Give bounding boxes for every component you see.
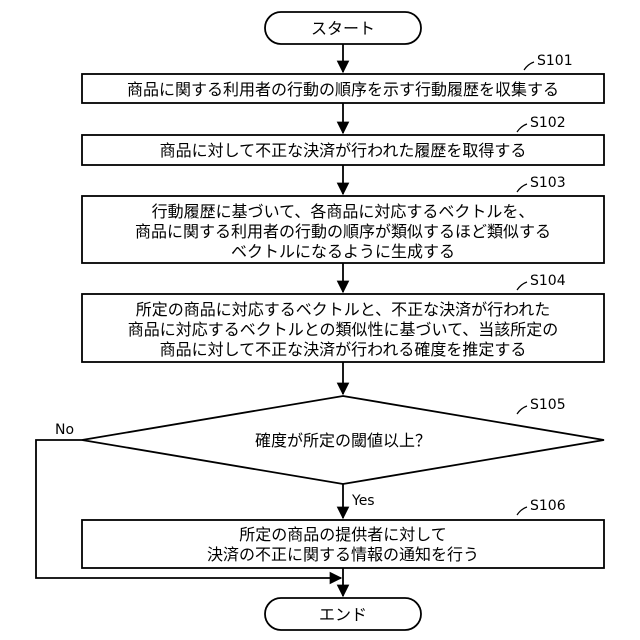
- step-s104-line-3: 商品に対して不正な決済が行われる確度を推定する: [160, 340, 527, 359]
- decision-s105-id: S105: [530, 397, 566, 413]
- step-s103-line-1: 行動履歴に基づいて、各商品に対応するベクトルを、: [152, 202, 535, 221]
- step-s106-line-1: 所定の商品の提供者に対して: [239, 525, 447, 544]
- decision-no-label: No: [55, 422, 74, 438]
- step-s101-text: 商品に関する利用者の行動の順序を示す行動履歴を収集する: [127, 80, 559, 99]
- step-s103-line-2: 商品に関する利用者の行動の順序が類似するほど類似する: [135, 222, 551, 241]
- step-s102-text: 商品に対して不正な決済が行われた履歴を取得する: [160, 141, 527, 160]
- start-label: スタート: [311, 19, 375, 38]
- step-s104-line-1: 所定の商品に対応するベクトルと、不正な決済が行われた: [136, 300, 551, 319]
- step-s104-line-2: 商品に対応するベクトルとの類似性に基づいて、当該所定の: [128, 320, 559, 339]
- step-s103-id: S103: [530, 175, 566, 191]
- step-s102-id: S102: [530, 115, 566, 131]
- step-s104-id: S104: [530, 273, 566, 289]
- step-s106-id: S106: [530, 498, 566, 514]
- step-s101-id: S101: [537, 53, 573, 69]
- step-s106-line-2: 決済の不正に関する情報の通知を行う: [207, 545, 479, 564]
- decision-yes-label: Yes: [351, 493, 375, 509]
- decision-s105-text: 確度が所定の閾値以上？: [255, 431, 431, 450]
- step-s103-line-3: ベクトルになるように生成する: [231, 242, 455, 261]
- end-label: エンド: [319, 605, 367, 624]
